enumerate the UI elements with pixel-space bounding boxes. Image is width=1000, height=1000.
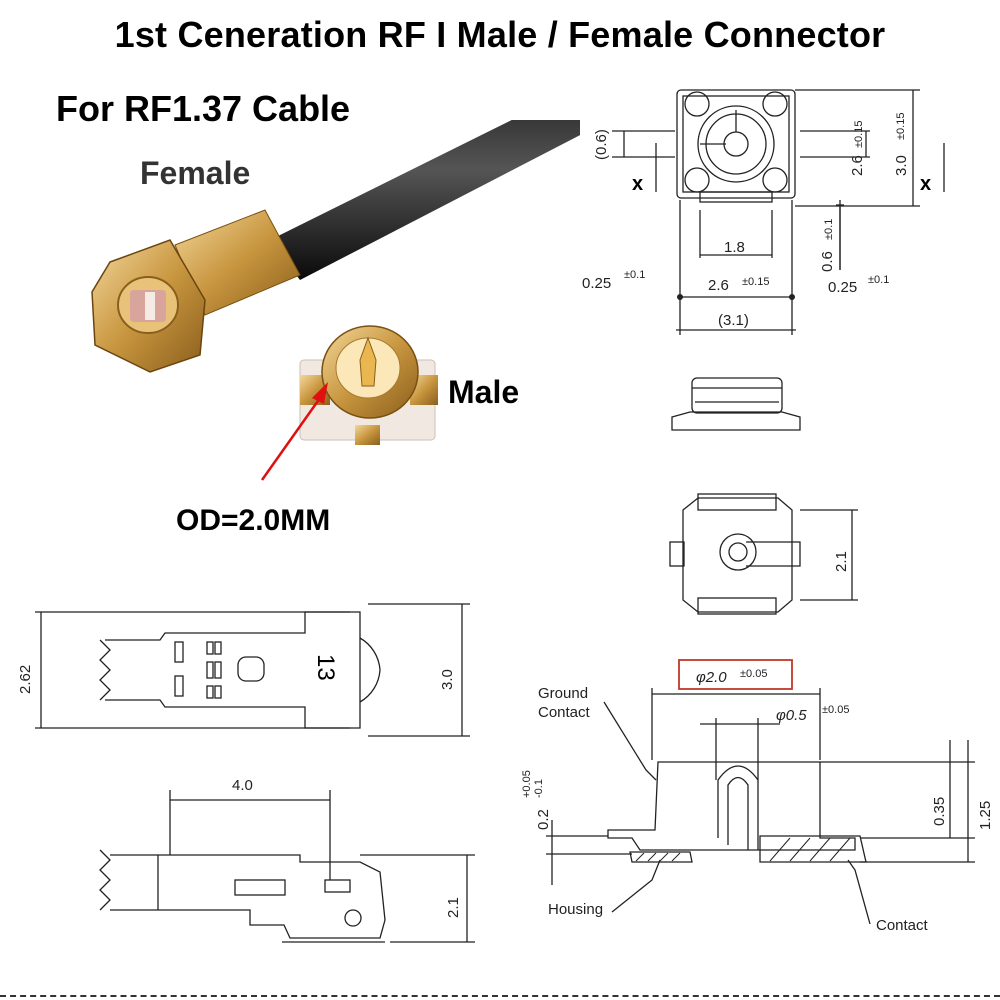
tol-0-6: ±0.1	[823, 219, 835, 240]
contact-label: Contact	[876, 917, 929, 934]
tol-0-2-lower: -0.1	[533, 779, 545, 798]
cable	[270, 120, 580, 280]
dim-0-25-left: 0.25	[582, 275, 611, 292]
dim-2-1-bottom-view: 2.1	[833, 551, 850, 572]
bottom-divider	[0, 995, 1000, 997]
section-hatch	[635, 837, 851, 862]
male-label: Male	[448, 374, 519, 410]
dim-3-0: 3.0	[893, 155, 910, 176]
mark-x-left: x	[632, 173, 643, 195]
tol-3-0: ±0.15	[895, 113, 907, 140]
dim-3-1-paren: (3.1)	[718, 312, 749, 329]
male-receptacle	[299, 325, 438, 445]
phi-outer: φ2.0	[696, 669, 727, 686]
dim-0-2: 0.2	[535, 809, 552, 830]
dim-1-8: 1.8	[724, 239, 745, 256]
od-label: OD=2.0MM	[176, 504, 330, 537]
female-label: Female	[140, 155, 250, 191]
tol-phi-inner: ±0.05	[822, 704, 849, 716]
dim-0-6-vertical: 0.6	[819, 251, 836, 272]
product-photo: Female Male OD=2.0MM	[91, 120, 580, 537]
page-title: 1st Ceneration RF I Male / Female Connec…	[114, 14, 886, 55]
mark-x-right: x	[920, 173, 931, 195]
cable-plug-top-view	[35, 603, 470, 737]
dim-2-62: 2.62	[17, 665, 34, 694]
plug-marking: 13	[312, 654, 339, 681]
tol-phi-outer: ±0.05	[740, 668, 767, 680]
dim-2-6-vertical: 2.6	[849, 155, 866, 176]
page-subtitle: For RF1.37 Cable	[56, 88, 351, 129]
tol-0-25-left: ±0.1	[624, 269, 645, 281]
ground-contact-label: Ground Contact	[538, 685, 592, 721]
dim-2-1-plug: 2.1	[445, 897, 462, 918]
dim-2-6-horizontal: 2.6	[708, 277, 729, 294]
female-plug	[91, 239, 206, 373]
housing-label: Housing	[548, 901, 603, 918]
tol-2-6-vertical: ±0.15	[853, 121, 865, 148]
dim-0-35: 0.35	[931, 797, 948, 826]
dim-4-0: 4.0	[232, 777, 253, 794]
receptacle-side-view	[671, 377, 801, 431]
dim-1-25: 1.25	[977, 801, 994, 830]
receptacle-bottom-view	[669, 493, 858, 615]
tol-2-6-horizontal: ±0.15	[742, 276, 769, 288]
dim-0-25-right: 0.25	[828, 279, 857, 296]
od-arrow	[260, 382, 328, 481]
tol-0-2-upper: +0.05	[521, 770, 533, 798]
receptacle-section-view	[546, 688, 975, 925]
cable-plug-side-view	[99, 790, 475, 943]
dim-dots	[677, 294, 795, 300]
dim-0-6-paren: (0.6)	[593, 129, 610, 160]
tol-0-25-right: ±0.1	[868, 274, 889, 286]
phi-inner: φ0.5	[776, 707, 807, 724]
phi-highlight-box	[678, 659, 793, 690]
dim-3-0-plug: 3.0	[439, 669, 456, 690]
receptacle-top-view	[612, 89, 945, 335]
